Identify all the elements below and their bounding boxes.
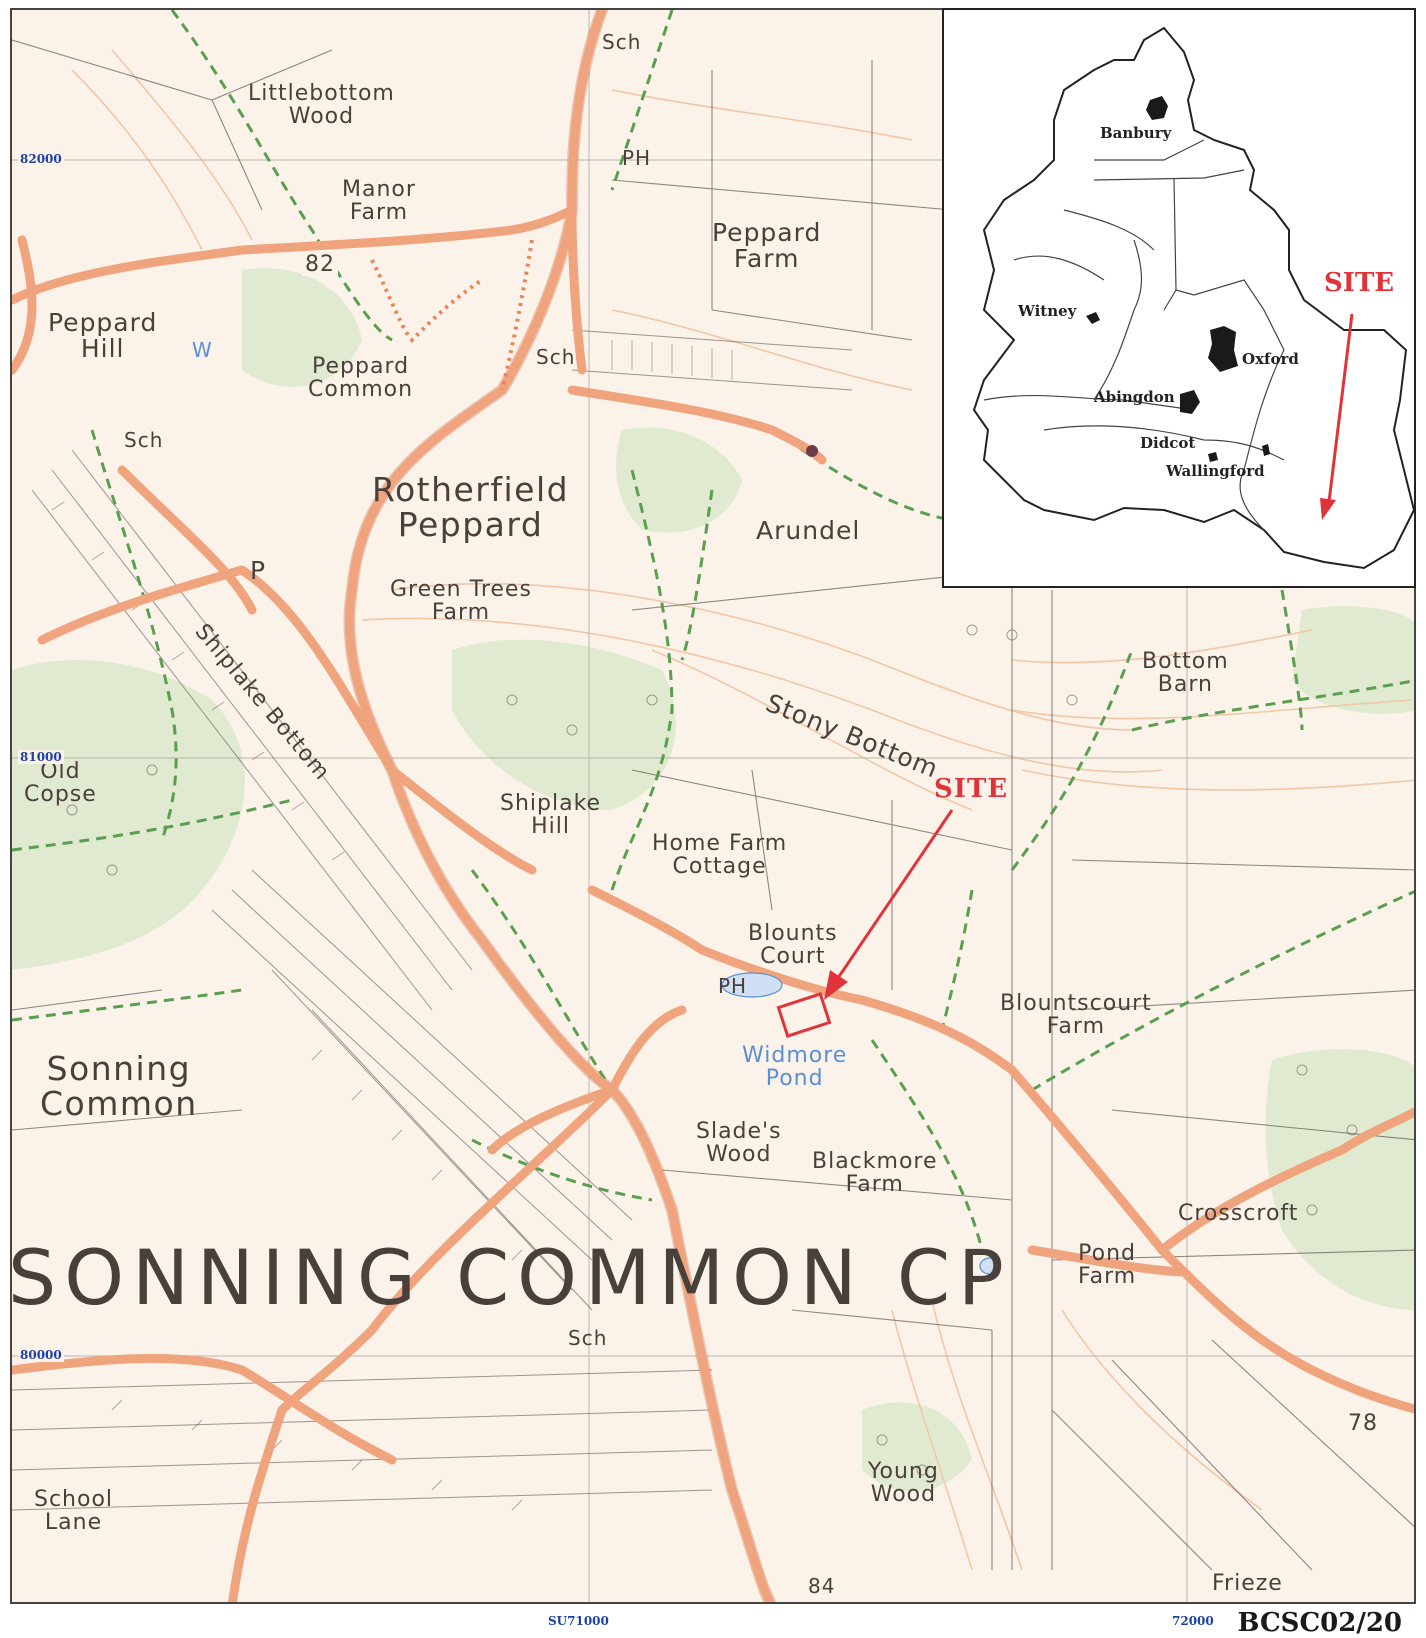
label-spot-height-78: 78 xyxy=(1348,1411,1378,1436)
label-green-trees-farm: Green Trees Farm xyxy=(390,577,532,626)
label-sonning-common-cp: SONNING COMMON CP xyxy=(10,1233,1012,1322)
label-blackmore-farm: Blackmore Farm xyxy=(812,1149,938,1198)
label-blountscourt-farm: Blountscourt Farm xyxy=(1000,991,1152,1040)
label-sonning-common: Sonning Common xyxy=(40,1049,198,1123)
label-sch-north: Sch xyxy=(602,30,642,54)
label-rotherfield-peppard: Rotherfield Peppard xyxy=(372,470,570,544)
inset-site-label: SITE xyxy=(1324,268,1395,298)
inset-town-banbury: Banbury xyxy=(1100,124,1172,142)
map-reference: BCSC02/20 xyxy=(1237,1608,1402,1638)
label-p-mark: P xyxy=(250,556,267,585)
label-ph-north: PH xyxy=(622,146,652,170)
grid-northing-80000: 80000 xyxy=(18,1348,64,1362)
label-sch-south: Sch xyxy=(568,1326,608,1350)
grid-easting-72000: 72000 xyxy=(1172,1614,1214,1628)
inset-town-witney: Witney xyxy=(1018,302,1077,320)
label-arundel: Arundel xyxy=(756,516,861,545)
label-spot-height-84: 84 xyxy=(808,1574,836,1598)
label-manor-farm: Manor Farm xyxy=(342,177,416,226)
label-sch-west: Sch xyxy=(124,428,164,452)
inset-town-wallingford: Wallingford xyxy=(1166,462,1265,480)
label-blounts-court: Blounts Court xyxy=(748,921,838,970)
label-peppard-farm: Peppard Farm xyxy=(712,218,822,274)
label-young-wood: Young Wood xyxy=(868,1459,939,1508)
label-peppard-hill: Peppard Hill xyxy=(48,308,158,364)
grid-northing-81000: 81000 xyxy=(18,750,64,764)
inset-town-abingdon: Abingdon xyxy=(1094,388,1175,406)
label-old-copse: Old Copse xyxy=(24,759,97,808)
grid-northing-82000: 82000 xyxy=(18,152,64,166)
label-shiplake-hill: Shiplake Hill xyxy=(500,791,602,840)
label-w-mark: W xyxy=(192,338,213,362)
label-home-farm-cottage: Home Farm Cottage xyxy=(652,831,788,880)
inset-town-oxford: Oxford xyxy=(1242,350,1299,368)
label-road-82: 82 xyxy=(302,253,338,276)
inset-location-map: Banbury Witney Oxford Abingdon Didcot Wa… xyxy=(942,8,1416,588)
label-littlebottom-wood: Littlebottom Wood xyxy=(248,81,395,130)
label-frieze: Frieze xyxy=(1212,1571,1283,1596)
label-crosscroft: Crosscroft xyxy=(1178,1201,1299,1226)
county-outline xyxy=(972,26,1414,570)
grid-easting-su71000: SU71000 xyxy=(548,1614,609,1628)
label-ph-blounts: PH xyxy=(718,974,748,998)
label-peppard-common: Peppard Common xyxy=(308,354,414,403)
inset-town-didcot: Didcot xyxy=(1140,434,1196,452)
site-label: SITE xyxy=(934,774,1009,804)
label-school-lane: School Lane xyxy=(34,1487,114,1536)
label-slades-wood: Slade's Wood xyxy=(696,1119,782,1168)
label-sch-peppard: Sch xyxy=(536,345,576,369)
site-boundary xyxy=(776,992,832,1038)
label-bottom-barn: Bottom Barn xyxy=(1142,649,1229,698)
map-base xyxy=(12,10,1414,1602)
label-widmore-pond: Widmore Pond xyxy=(742,1043,848,1092)
label-pond-farm: Pond Farm xyxy=(1078,1241,1137,1290)
